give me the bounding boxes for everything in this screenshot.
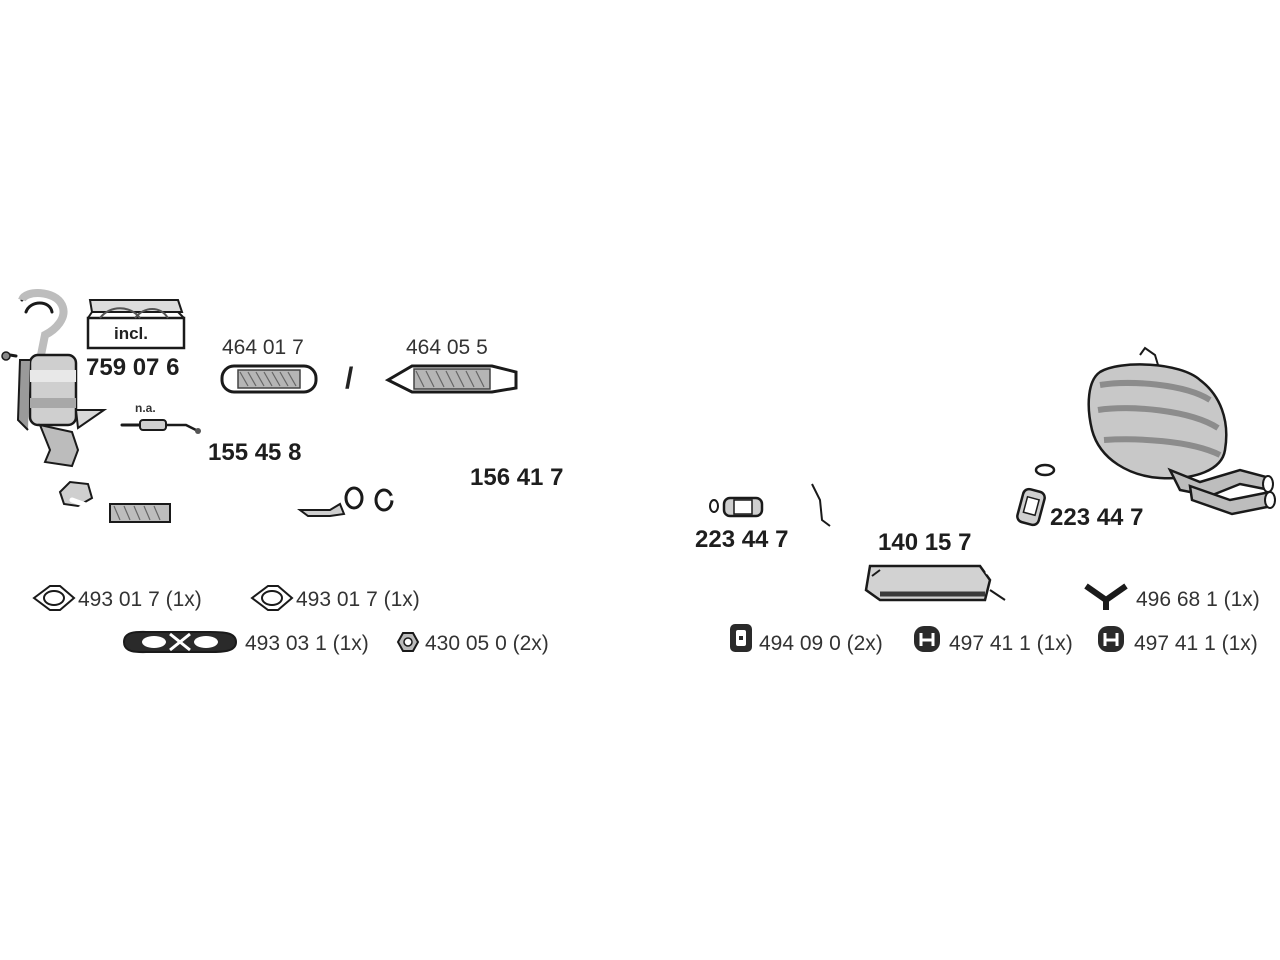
front-pipe[interactable] xyxy=(58,470,364,523)
mounting-kit-box[interactable] xyxy=(86,299,186,350)
sensor-note: n.a. xyxy=(135,401,156,415)
catalytic-converter[interactable] xyxy=(1,289,108,468)
gasket-3-label[interactable]: 493 03 1 (1x) xyxy=(245,632,369,655)
rubber-mount-icon xyxy=(914,626,940,652)
middle-silencer[interactable] xyxy=(777,483,1029,602)
front-pipe-part-number[interactable]: 155 45 8 xyxy=(208,439,302,466)
rubber-mount-1-label[interactable]: 494 09 0 (2x) xyxy=(759,632,883,655)
rear-silencer[interactable] xyxy=(1034,346,1276,516)
clamp-rear-part-number[interactable]: 223 44 7 xyxy=(1050,504,1144,531)
clamp-front-part-number[interactable]: 223 44 7 xyxy=(695,526,789,553)
double-gasket-icon xyxy=(122,630,238,654)
nut-label[interactable]: 430 05 0 (2x) xyxy=(425,632,549,655)
bracket-icon xyxy=(1084,583,1128,610)
middle-pipe[interactable] xyxy=(374,488,719,513)
gasket-2-label[interactable]: 493 01 7 (1x) xyxy=(296,588,420,611)
separator-slash: / xyxy=(345,362,354,395)
rubber-mount-icon xyxy=(1098,626,1124,652)
gasket-icon xyxy=(32,585,76,611)
middle-pipe-part-number[interactable]: 156 41 7 xyxy=(470,464,564,491)
bracket-label[interactable]: 496 68 1 (1x) xyxy=(1136,588,1260,611)
lambda-sensor[interactable] xyxy=(120,419,201,434)
rubber-mount-3-label[interactable]: 497 41 1 (1x) xyxy=(1134,632,1258,655)
rubber-mount-2-label[interactable]: 497 41 1 (1x) xyxy=(949,632,1073,655)
gasket-1-label[interactable]: 493 01 7 (1x) xyxy=(78,588,202,611)
flex-pipe-a[interactable] xyxy=(220,364,318,394)
flex-pipe-b[interactable] xyxy=(384,364,518,394)
middle-silencer-part-number[interactable]: 140 15 7 xyxy=(878,529,972,556)
clamp-front[interactable] xyxy=(722,496,764,518)
gasket-icon xyxy=(250,585,294,611)
flex-pipe-b-part-number[interactable]: 464 05 5 xyxy=(406,336,488,359)
kit-part-number[interactable]: 759 07 6 xyxy=(86,354,180,381)
flex-pipe-a-part-number[interactable]: 464 01 7 xyxy=(222,336,304,359)
kit-incl-label: incl. xyxy=(114,324,149,343)
clamp-rear[interactable] xyxy=(1016,487,1046,527)
rubber-mount-icon xyxy=(730,624,752,652)
nut-icon xyxy=(396,632,420,652)
